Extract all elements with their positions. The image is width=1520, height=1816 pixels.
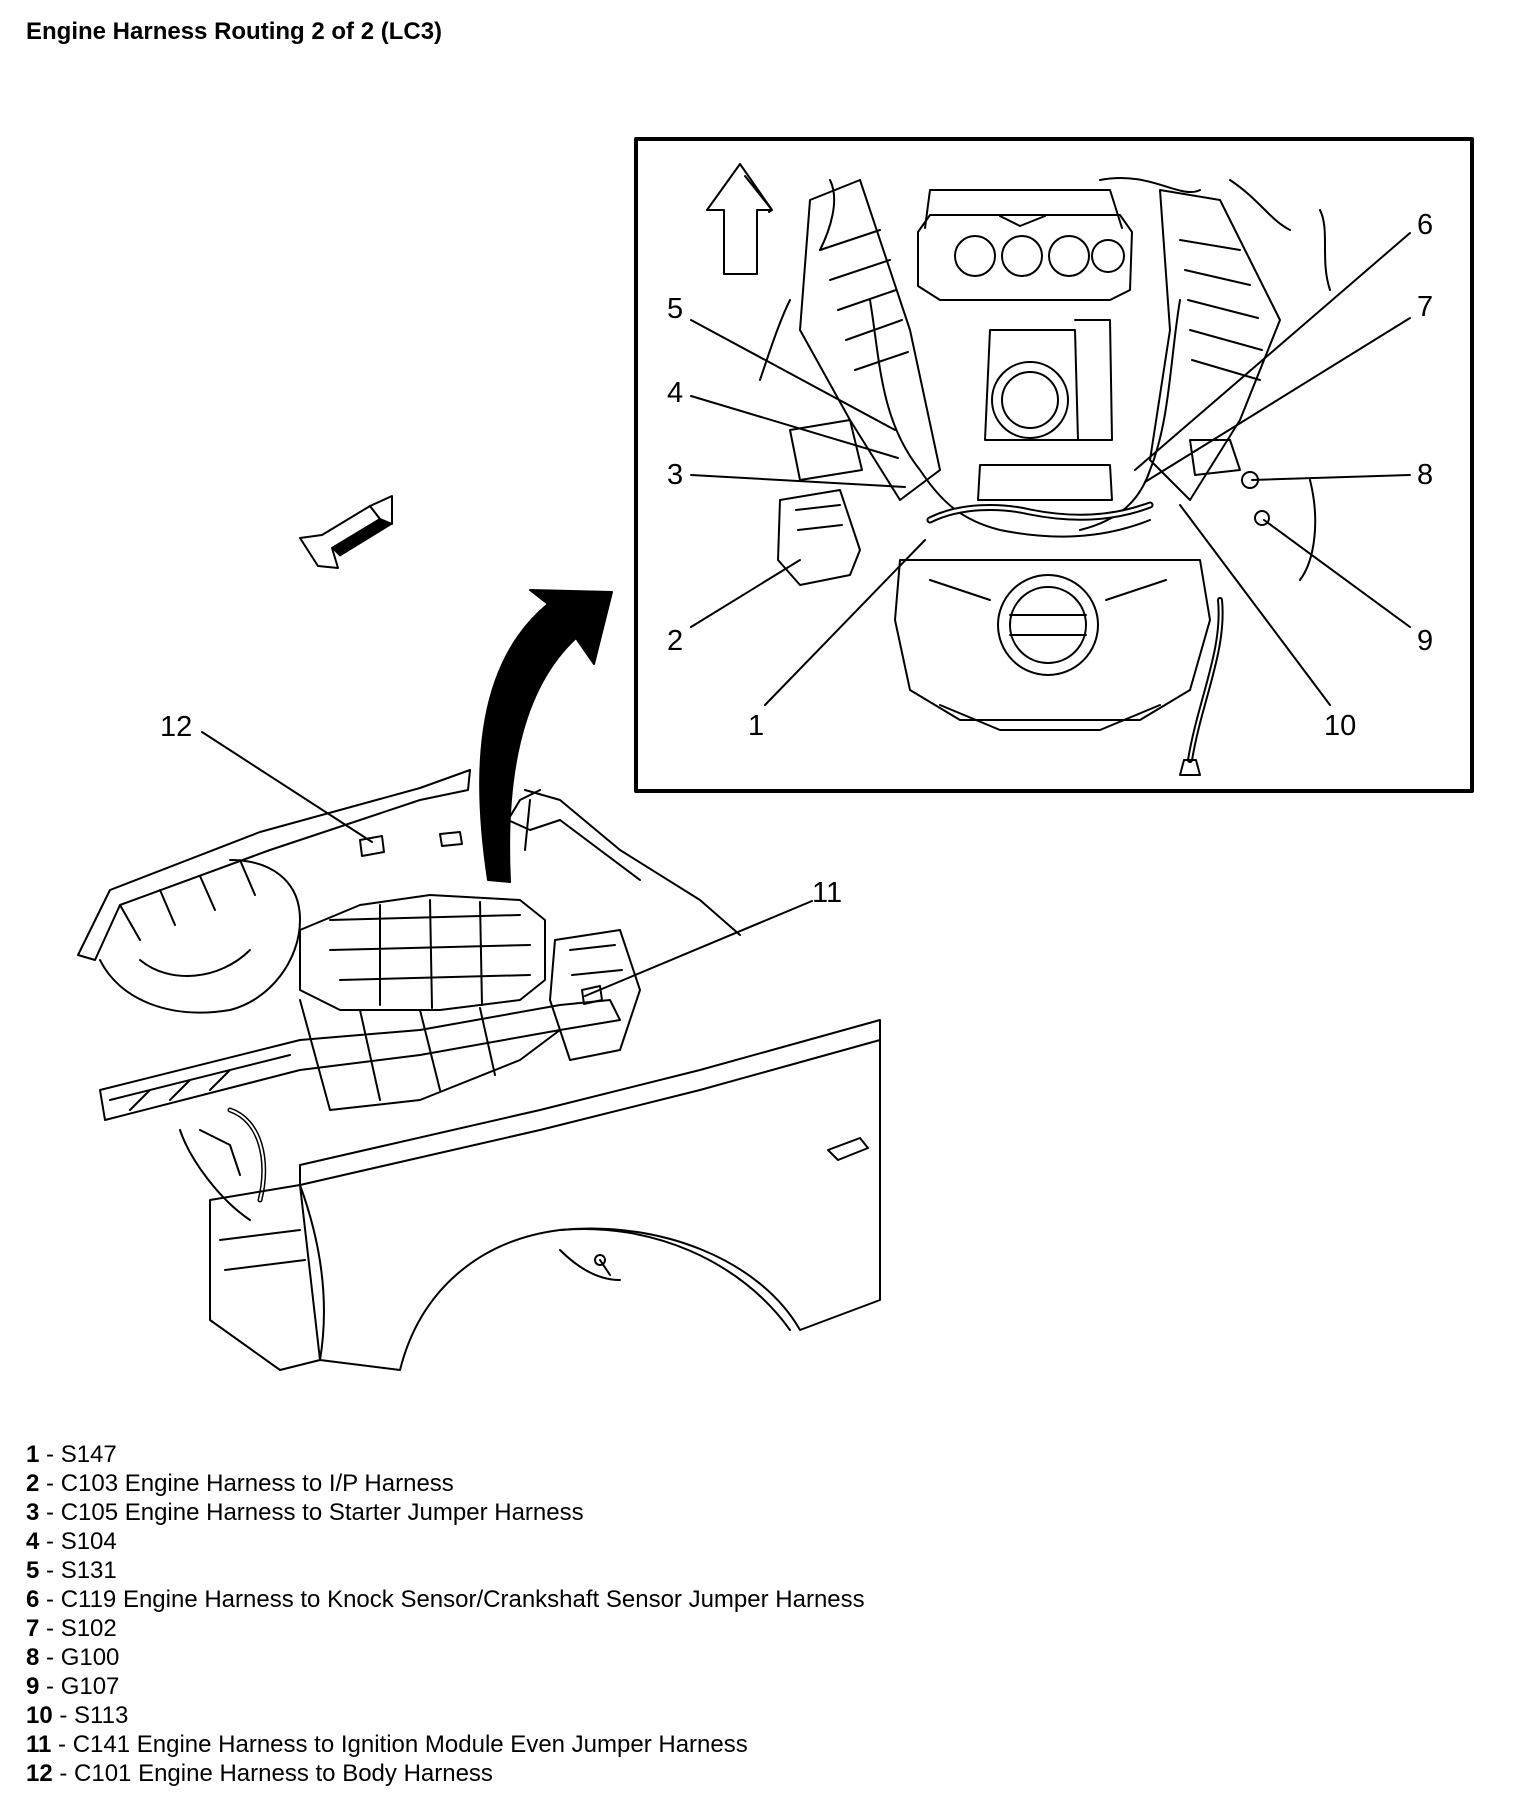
legend-text: S113 [74, 1702, 129, 1729]
legend-item: 2 - C103 Engine Harness to I/P Harness [26, 1470, 454, 1497]
legend-text: C105 Engine Harness to Starter Jumper Ha… [60, 1499, 584, 1526]
legend-text: G100 [60, 1644, 120, 1671]
callout-2: 2 [667, 625, 683, 657]
leader-line-11 [584, 900, 813, 997]
legend-number: 8 [26, 1644, 40, 1671]
legend-text: G107 [60, 1673, 120, 1700]
callout-4: 4 [667, 377, 683, 409]
legend-text: S104 [60, 1528, 117, 1555]
legend-item: 3 - C105 Engine Harness to Starter Jumpe… [26, 1499, 584, 1526]
legend-number: 11 [26, 1731, 52, 1758]
harness-diagram: 5 4 3 2 1 6 7 8 9 10 [77, 137, 1474, 1371]
legend-text: S147 [60, 1441, 117, 1468]
orientation-arrow-diagonal-icon [299, 495, 393, 569]
legend-number: 9 [26, 1673, 40, 1700]
legend-number: 10 [26, 1702, 53, 1729]
legend-item: 11 - C141 Engine Harness to Ignition Mod… [26, 1731, 748, 1758]
vehicle-front-end [77, 769, 881, 1371]
inset-frame [634, 137, 1474, 793]
legend-item: 5 - S131 [26, 1557, 117, 1584]
legend-item: 1 - S147 [26, 1441, 117, 1468]
callout-9: 9 [1417, 625, 1433, 657]
callout-8: 8 [1417, 459, 1433, 491]
legend-item: 12 - C101 Engine Harness to Body Harness [26, 1760, 493, 1787]
legend-item: 7 - S102 [26, 1615, 117, 1642]
legend-number: 12 [26, 1760, 53, 1787]
callout-3: 3 [667, 459, 683, 491]
callout-5: 5 [667, 293, 683, 325]
legend-item: 9 - G107 [26, 1673, 120, 1700]
legend-number: 5 [26, 1557, 40, 1584]
legend-text: C141 Engine Harness to Ignition Module E… [72, 1731, 748, 1758]
page-title: Engine Harness Routing 2 of 2 (LC3) [26, 18, 443, 45]
inset-leader-lines [690, 232, 1411, 706]
legend-item: 4 - S104 [26, 1528, 117, 1555]
legend-number: 2 [26, 1470, 40, 1497]
callout-11: 11 [812, 877, 842, 909]
callout-10: 10 [1324, 710, 1356, 742]
legend-item: 8 - G100 [26, 1644, 120, 1671]
legend-text: S131 [60, 1557, 117, 1584]
legend-text: S102 [60, 1615, 117, 1642]
legend-number: 1 [26, 1441, 40, 1468]
legend-number: 3 [26, 1499, 40, 1526]
legend-number: 4 [26, 1528, 40, 1555]
engine-front-view [759, 177, 1331, 776]
orientation-arrow-up-icon [706, 163, 773, 275]
callout-12: 12 [160, 711, 192, 743]
callout-6: 6 [1417, 209, 1433, 241]
callout-1: 1 [748, 710, 764, 742]
legend-number: 6 [26, 1586, 40, 1613]
leader-line-12 [201, 731, 373, 843]
callout-7: 7 [1417, 291, 1433, 323]
callout-legend: 1 - S147 2 - C103 Engine Harness to I/P … [26, 1440, 865, 1788]
legend-number: 7 [26, 1615, 40, 1642]
legend-text: C101 Engine Harness to Body Harness [74, 1760, 493, 1787]
legend-item: 6 - C119 Engine Harness to Knock Sensor/… [26, 1586, 865, 1613]
legend-item: 10 - S113 [26, 1702, 129, 1729]
legend-text: C119 Engine Harness to Knock Sensor/Cran… [60, 1586, 865, 1613]
detail-pointer-arrow-icon [479, 589, 613, 883]
legend-text: C103 Engine Harness to I/P Harness [60, 1470, 454, 1497]
